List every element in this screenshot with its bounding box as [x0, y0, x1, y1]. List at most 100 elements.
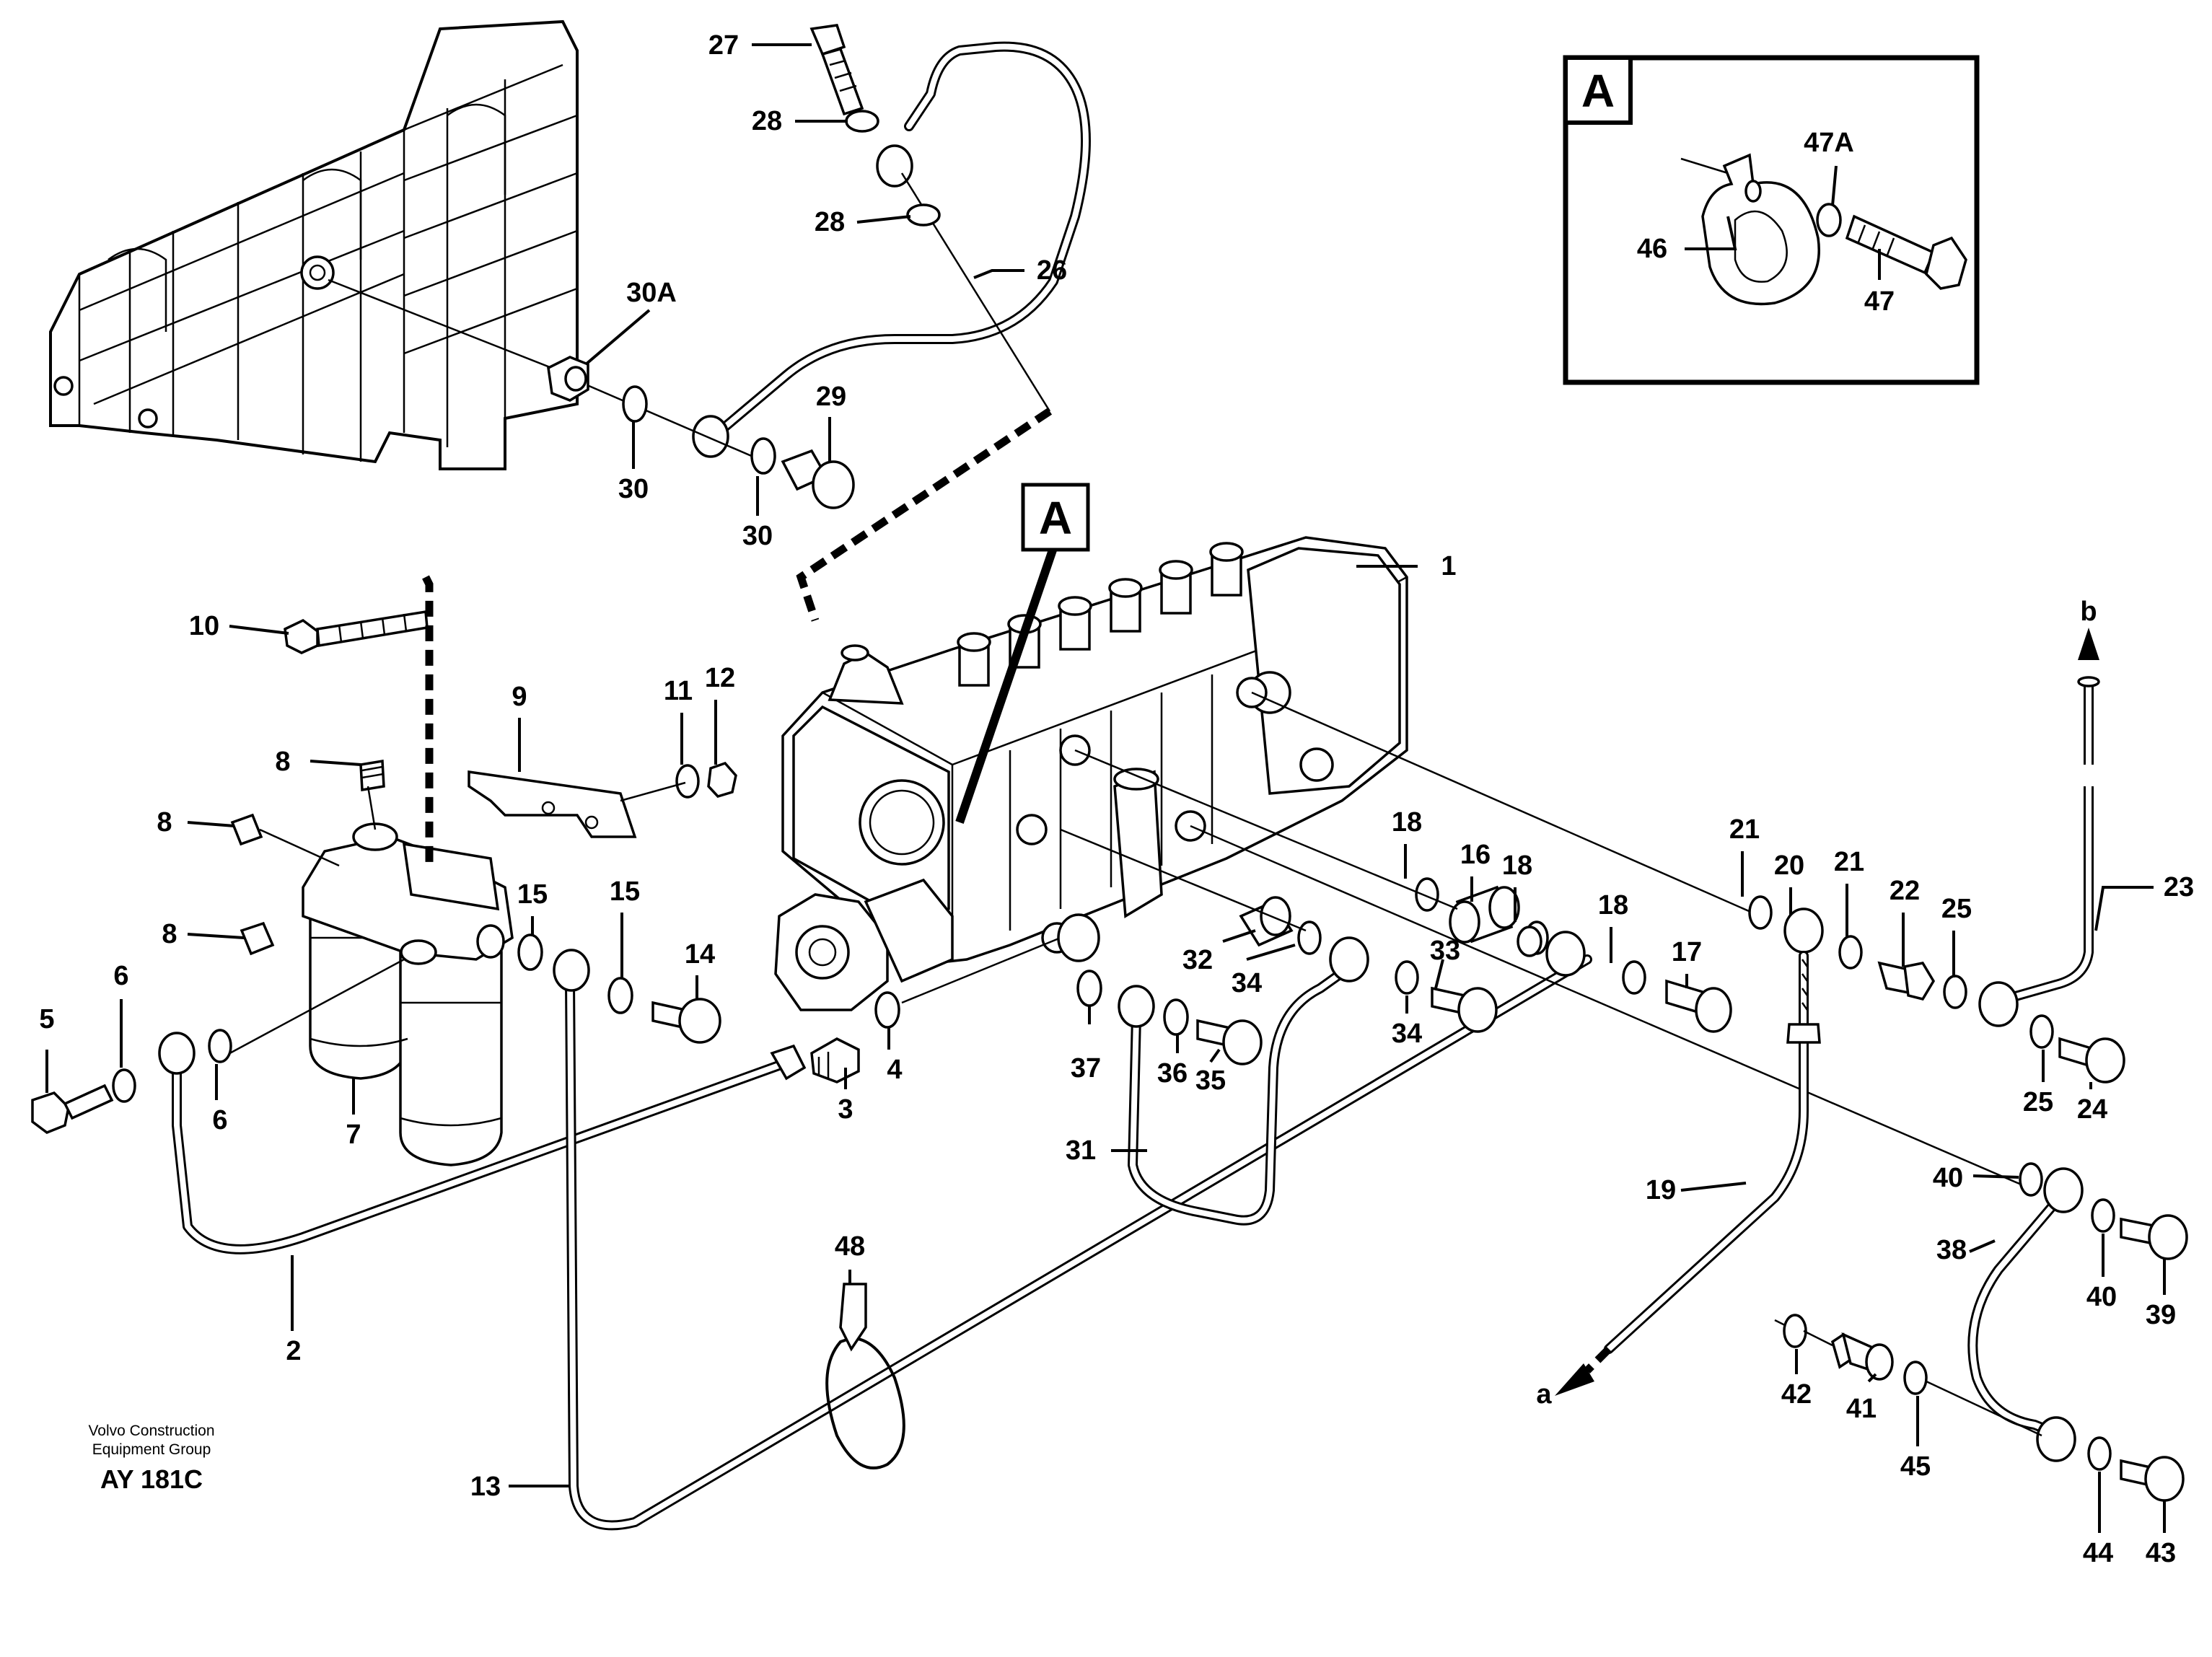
banjo-bolt-27 [809, 24, 864, 116]
callout-30a: 30A [626, 278, 677, 308]
callout-32: 32 [1182, 945, 1213, 975]
union-32 [1239, 896, 1294, 947]
leader-engine-port [328, 278, 571, 377]
callout-14: 14 [685, 939, 715, 970]
fitting-30a [547, 356, 589, 402]
callout-42: 42 [1781, 1379, 1812, 1410]
leader-pipe2-filter [216, 958, 405, 1062]
callout-45: 45 [1900, 1451, 1931, 1482]
callout-3: 3 [838, 1094, 853, 1125]
callout-15-left: 15 [517, 879, 548, 910]
flow-arrow-a [1555, 1363, 1594, 1396]
banjo-bolt-35 [1196, 1019, 1263, 1065]
drawing-id: AY 181C [100, 1464, 203, 1494]
banjo-bolt-33 [1431, 986, 1498, 1033]
callout-8-low: 8 [162, 919, 177, 949]
washer-44 [2087, 1436, 2112, 1471]
washer-28-top [845, 110, 879, 133]
callout-40-left: 40 [1933, 1163, 1963, 1193]
plug-8-mid [230, 813, 263, 846]
washer-21-right [1838, 935, 1863, 970]
callout-31: 31 [1066, 1135, 1096, 1166]
marker-a-pointer [955, 536, 1061, 824]
washer-6-right [208, 1029, 232, 1063]
washer-42 [1783, 1314, 1807, 1348]
callout-12: 12 [705, 663, 735, 693]
washer-37 [1076, 970, 1102, 1007]
callout-10: 10 [189, 611, 219, 641]
washer-34-right [1395, 960, 1419, 995]
washer-15-right [607, 977, 633, 1014]
callout-7: 7 [346, 1120, 361, 1150]
banjo-bolt-39 [2120, 1214, 2188, 1260]
callout-4: 4 [887, 1055, 902, 1085]
callout-16: 16 [1460, 840, 1491, 870]
flow-dash-a [1584, 1346, 1612, 1373]
callout-6-lower: 6 [212, 1105, 227, 1135]
washer-30-right [750, 437, 776, 475]
callout-2: 2 [286, 1336, 301, 1366]
callout-22: 22 [1890, 876, 1920, 906]
callout-33: 33 [1430, 936, 1460, 966]
detail-inset-a: A [1563, 55, 1980, 385]
fuel-pipe-38 [1967, 1167, 2084, 1462]
fuel-pipe-2 [158, 1032, 807, 1254]
washer-11 [675, 764, 700, 799]
washer-45 [1903, 1361, 1928, 1395]
fuel-pipe-13 [553, 931, 1592, 1531]
inset-title: A [1581, 65, 1615, 117]
washer-6-left [112, 1068, 136, 1103]
union-on-pipe13 [1517, 926, 1542, 957]
callout-28-bottom: 28 [815, 207, 845, 237]
callout-leaders [45, 43, 2166, 1533]
callout-36: 36 [1157, 1058, 1188, 1089]
fuel-pipe-23 [1978, 676, 2100, 1027]
leader-port-32 [1060, 828, 1307, 932]
callout-35: 35 [1195, 1065, 1226, 1096]
callout-29: 29 [816, 382, 846, 412]
washer-30-left [622, 385, 648, 423]
callout-46: 46 [1637, 234, 1667, 264]
leader-washer-45 [1926, 1380, 2042, 1437]
callout-1: 1 [1441, 551, 1456, 581]
callout-20: 20 [1774, 851, 1804, 881]
washer-25-top [1943, 975, 1967, 1009]
callout-40-right: 40 [2086, 1282, 2117, 1312]
washer-28-bottom [906, 203, 941, 227]
callout-19: 19 [1646, 1175, 1676, 1205]
fitting-under-pump [1057, 913, 1100, 962]
callout-23: 23 [2164, 872, 2194, 902]
callout-17: 17 [1672, 937, 1702, 967]
cable-tie-48 [825, 1283, 905, 1469]
plug-8-top [359, 759, 385, 792]
detail-marker-a: A [1021, 483, 1090, 552]
banjo-20 [1783, 907, 1824, 954]
callout-34-right: 34 [1392, 1019, 1422, 1049]
engine-block-outline [49, 19, 579, 470]
callout-44: 44 [2083, 1538, 2113, 1568]
fuel-pipe-31 [1118, 936, 1369, 1226]
callout-21-left: 21 [1729, 814, 1760, 845]
washer-18-c [1622, 960, 1646, 995]
fitting-3 [810, 1037, 860, 1084]
svg-text:A: A [1039, 492, 1072, 544]
washer-18-a [1415, 877, 1439, 912]
callout-8-mid: 8 [157, 807, 172, 838]
callout-18-c: 18 [1598, 890, 1628, 920]
washer-25-bottom [2029, 1014, 2054, 1049]
callout-27: 27 [708, 30, 739, 61]
callout-37: 37 [1071, 1053, 1101, 1084]
callout-47a: 47A [1804, 128, 1854, 158]
washer-34-left [1297, 920, 1322, 955]
leader-plug8-top [367, 786, 377, 830]
leader-plug8-mid [259, 828, 340, 867]
fuel-pipe-19 [1604, 951, 1821, 1354]
adapter-41 [1803, 1329, 1894, 1381]
flow-arrow-b [2078, 628, 2099, 660]
plug-8-low [240, 921, 275, 956]
leader-bracket [620, 781, 686, 802]
leader-fitting3 [901, 936, 1061, 1004]
callout-43: 43 [2146, 1538, 2176, 1568]
callout-26: 26 [1037, 255, 1067, 286]
callout-47: 47 [1864, 286, 1895, 317]
